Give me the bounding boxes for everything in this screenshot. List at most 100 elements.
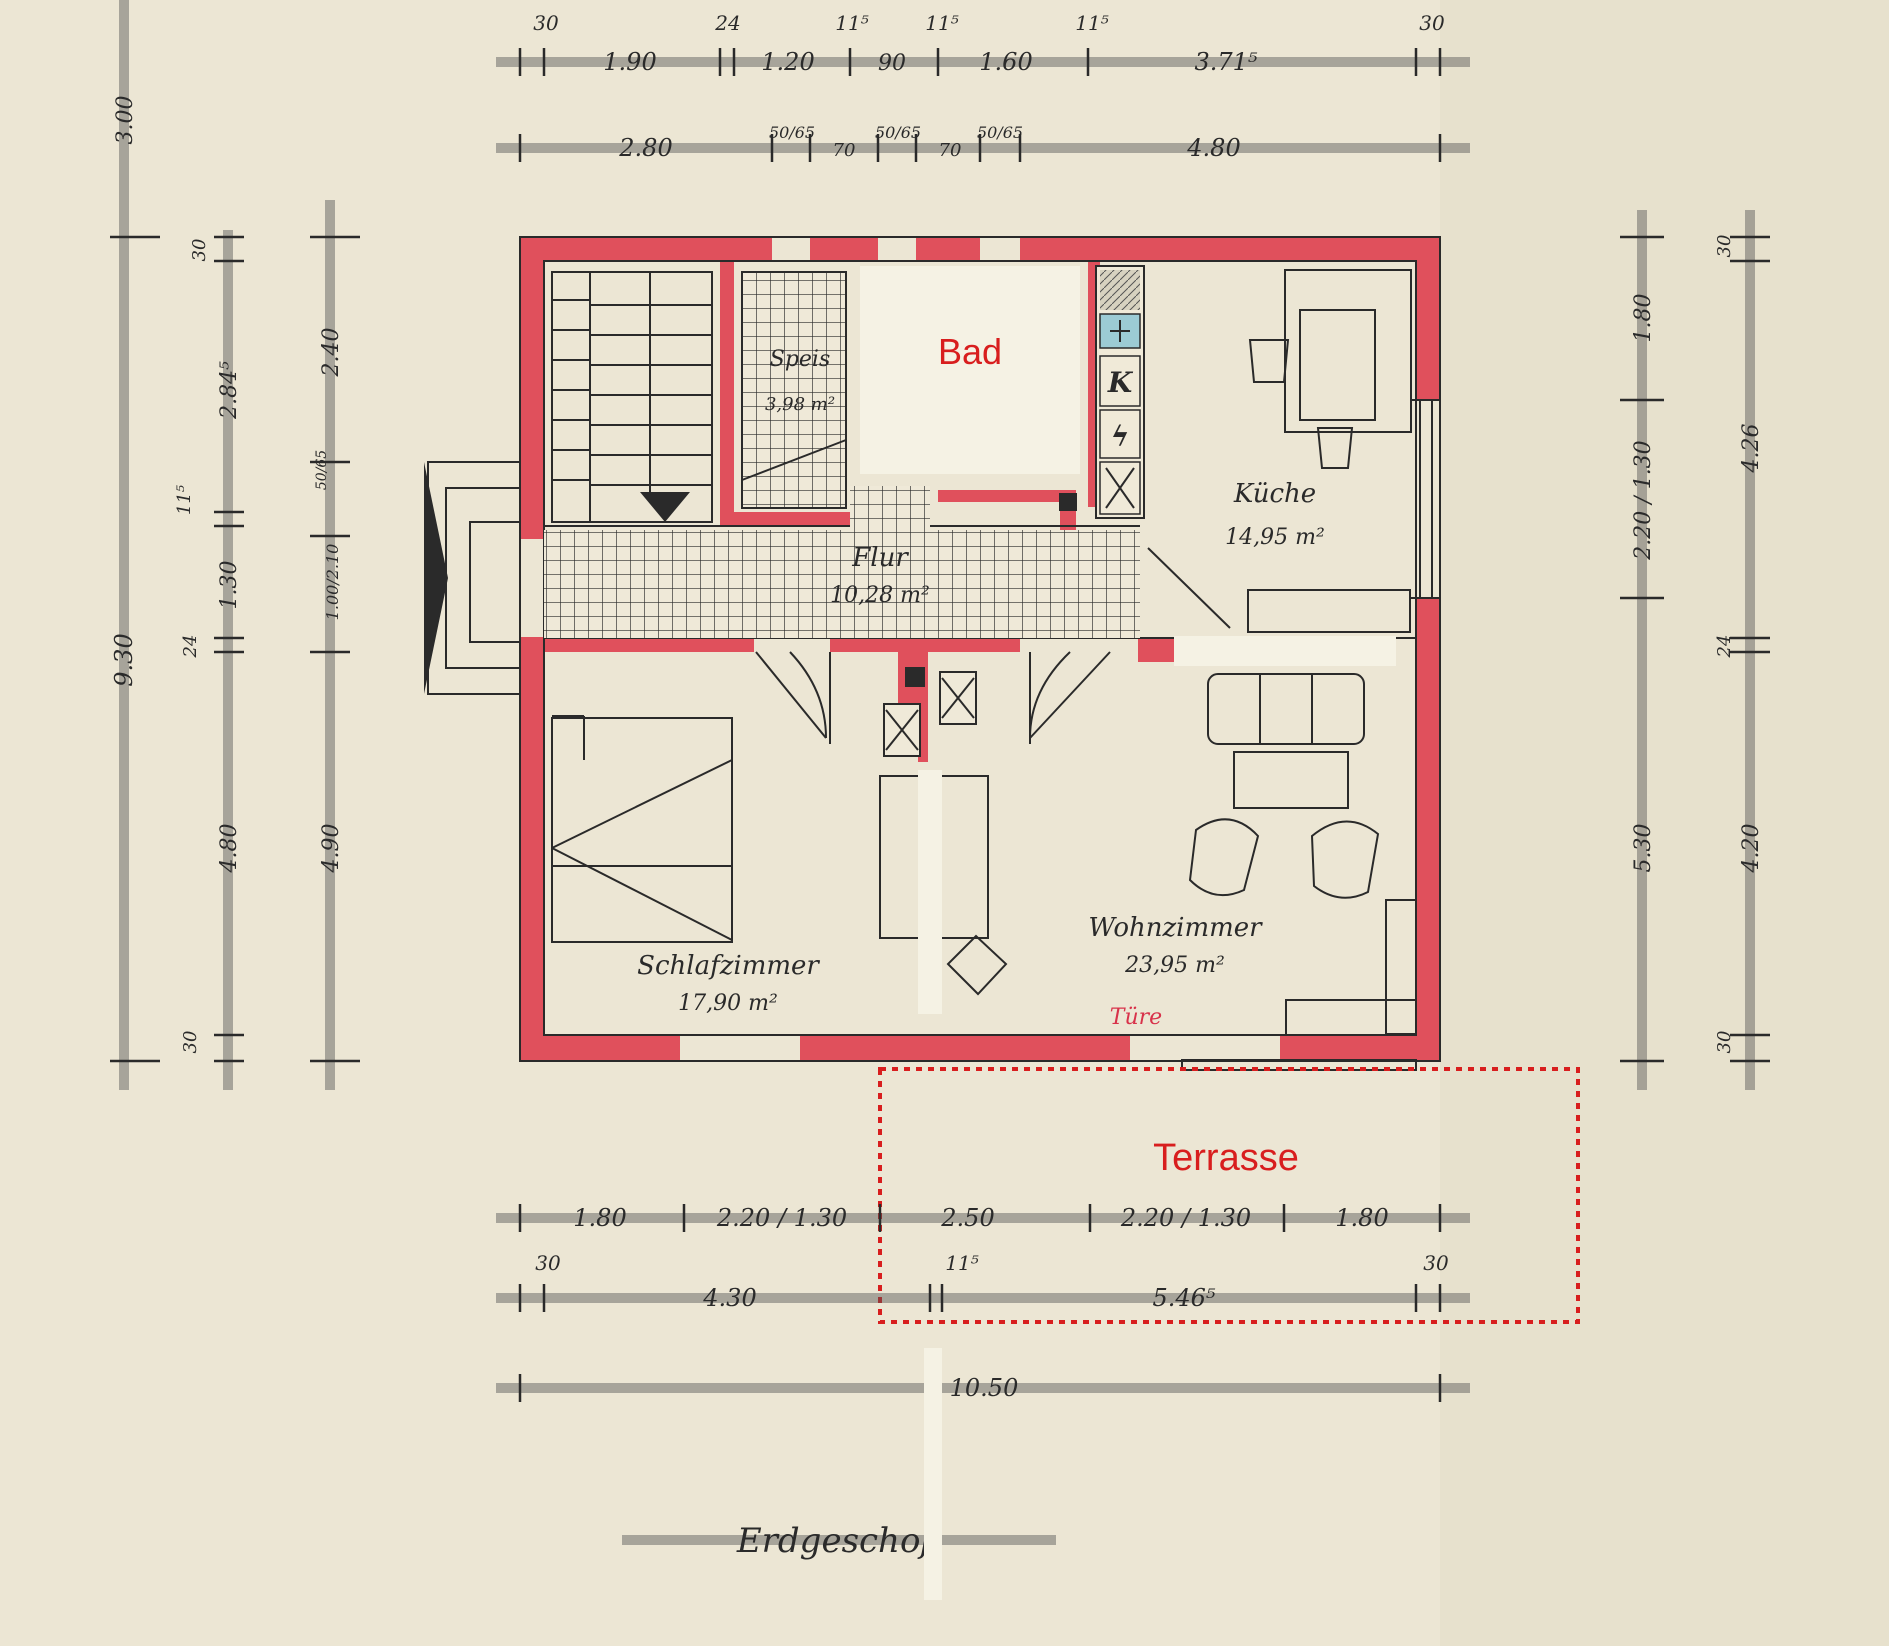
flur-tiles: [544, 530, 1140, 638]
svg-text:70: 70: [833, 140, 856, 161]
chimney-shafts: [883, 493, 1077, 757]
svg-text:4.80: 4.80: [217, 824, 242, 874]
svg-text:30: 30: [535, 1251, 561, 1275]
svg-text:1.20: 1.20: [761, 48, 814, 76]
svg-text:4.20: 4.20: [1739, 824, 1764, 874]
svg-text:2.84⁵: 2.84⁵: [217, 361, 242, 420]
svg-text:2.40: 2.40: [319, 328, 344, 378]
partition-strip: [918, 770, 942, 1014]
svg-text:70: 70: [939, 140, 962, 161]
svg-text:11⁵: 11⁵: [1075, 11, 1108, 35]
svg-text:3.00: 3.00: [113, 96, 138, 145]
schlafzimmer-label: Schlafzimmer: [637, 951, 820, 981]
svg-text:3.71⁵: 3.71⁵: [1194, 48, 1257, 76]
svg-text:24: 24: [714, 11, 740, 35]
flur-area: 10,28 m²: [830, 583, 930, 608]
speis-tiles: [742, 272, 846, 508]
schlafzimmer-area: 17,90 m²: [678, 991, 778, 1016]
dims-right-1: 1.80 2.20 / 1.30 5.30: [1631, 294, 1656, 873]
dims-right-2: 30 4.26 24 4.20 30: [1714, 235, 1764, 1054]
svg-text:90: 90: [878, 51, 906, 76]
kueche-area: 14,95 m²: [1225, 525, 1325, 550]
svg-text:11⁵: 11⁵: [945, 1251, 978, 1275]
svg-text:4.30: 4.30: [702, 1284, 756, 1312]
dims-bottom-1: 1.80 2.20 / 1.30 2.50 2.20 / 1.30 1.80: [573, 1204, 1388, 1232]
svg-text:1.00/2.10: 1.00/2.10: [323, 544, 342, 621]
svg-text:4.26: 4.26: [1739, 424, 1764, 474]
svg-text:1.80: 1.80: [1335, 1204, 1388, 1232]
wohnzimmer-area: 23,95 m²: [1124, 953, 1225, 978]
flur-label: Flur: [851, 543, 909, 573]
dims-bottom-3: 10.50: [950, 1374, 1019, 1402]
svg-text:24: 24: [180, 635, 201, 659]
kitchen-counter: [1095, 265, 1145, 519]
svg-text:2.20 / 1.30: 2.20 / 1.30: [1120, 1204, 1251, 1232]
opening-strip: [1174, 636, 1396, 666]
svg-text:1.80: 1.80: [573, 1204, 626, 1232]
svg-text:5.46⁵: 5.46⁵: [1152, 1284, 1215, 1312]
dimension-ticks: [110, 48, 1770, 1402]
bedroom-furniture: [551, 715, 733, 943]
paper-fold: [1440, 0, 1889, 1646]
dimension-lines: [119, 0, 1755, 1545]
svg-text:4.90: 4.90: [319, 824, 344, 874]
svg-text:24: 24: [1714, 635, 1735, 659]
speis-label: Speis: [770, 347, 831, 372]
svg-text:2.20 / 1.30: 2.20 / 1.30: [1631, 440, 1656, 560]
dims-left-3: 2.40 50/65 1.00/2.10 4.90: [314, 328, 344, 874]
svg-text:2.20 / 1.30: 2.20 / 1.30: [716, 1204, 847, 1232]
stair-arrow-icon: [640, 492, 690, 522]
terrasse-label: Terrasse: [1153, 1137, 1299, 1179]
bad-label: Bad: [938, 331, 1002, 372]
dims-left-1: 3.00 9.30: [110, 96, 138, 687]
entrance-arrow-icon: [424, 462, 448, 694]
svg-text:30: 30: [1423, 1251, 1449, 1275]
sink-icon: [1100, 270, 1140, 310]
bad-room-box: [860, 266, 1080, 474]
kitchen-k-label: K: [1107, 366, 1134, 399]
window-gaps: [680, 236, 1280, 1062]
svg-text:50/65: 50/65: [769, 123, 815, 142]
dims-left-2: 30 2.84⁵ 11⁵ 1.30 24 4.80 30: [174, 239, 242, 1054]
svg-text:50/65: 50/65: [977, 123, 1023, 142]
svg-text:11⁵: 11⁵: [835, 11, 868, 35]
speis-door-swing: [741, 439, 847, 481]
svg-text:5.30: 5.30: [1631, 824, 1656, 873]
terrasse-outline: [878, 1067, 1580, 1324]
svg-text:4.80: 4.80: [1186, 134, 1240, 162]
svg-text:11⁵: 11⁵: [174, 485, 195, 515]
svg-text:1.90: 1.90: [603, 48, 656, 76]
svg-text:30: 30: [180, 1031, 201, 1054]
kitchen-bolt-icon: ϟ: [1111, 420, 1129, 453]
svg-text:30: 30: [533, 11, 559, 35]
bottom-strip: [924, 1348, 942, 1600]
wohnzimmer-label: Wohnzimmer: [1088, 913, 1263, 943]
svg-text:30: 30: [189, 239, 210, 262]
tuere-note: Türe: [1110, 1005, 1162, 1030]
svg-text:50/65: 50/65: [314, 450, 330, 490]
svg-text:1.30: 1.30: [217, 561, 242, 610]
inner-walls: [544, 261, 1178, 762]
dims-top-2: 2.80 50/65 70 50/65 70 50/65 4.80: [618, 123, 1240, 162]
svg-text:1.60: 1.60: [979, 48, 1032, 76]
svg-text:30: 30: [1714, 1031, 1735, 1054]
svg-text:9.30: 9.30: [110, 633, 138, 686]
svg-text:1.80: 1.80: [1631, 294, 1656, 343]
staircase: [551, 271, 713, 523]
speis-outline: [741, 271, 847, 509]
svg-text:11⁵: 11⁵: [925, 11, 958, 35]
svg-text:2.50: 2.50: [940, 1204, 994, 1232]
svg-text:2.80: 2.80: [618, 134, 672, 162]
living-furniture: [755, 651, 1417, 1071]
svg-text:30: 30: [1419, 11, 1445, 35]
svg-text:10.50: 10.50: [950, 1374, 1019, 1402]
svg-text:30: 30: [1714, 235, 1735, 258]
kitchen-furniture: [1147, 269, 1440, 633]
dims-top-1: 30 1.90 24 1.20 11⁵ 90 11⁵ 1.60 11⁵ 3.71…: [533, 11, 1445, 76]
floor-title: Erdgeschoß: [736, 1521, 943, 1561]
svg-text:50/65: 50/65: [875, 123, 921, 142]
flur-tiles-upper: [850, 486, 930, 530]
kueche-label: Küche: [1233, 479, 1316, 509]
dims-bottom-2: 30 4.30 11⁵ 5.46⁵ 30: [535, 1251, 1449, 1312]
